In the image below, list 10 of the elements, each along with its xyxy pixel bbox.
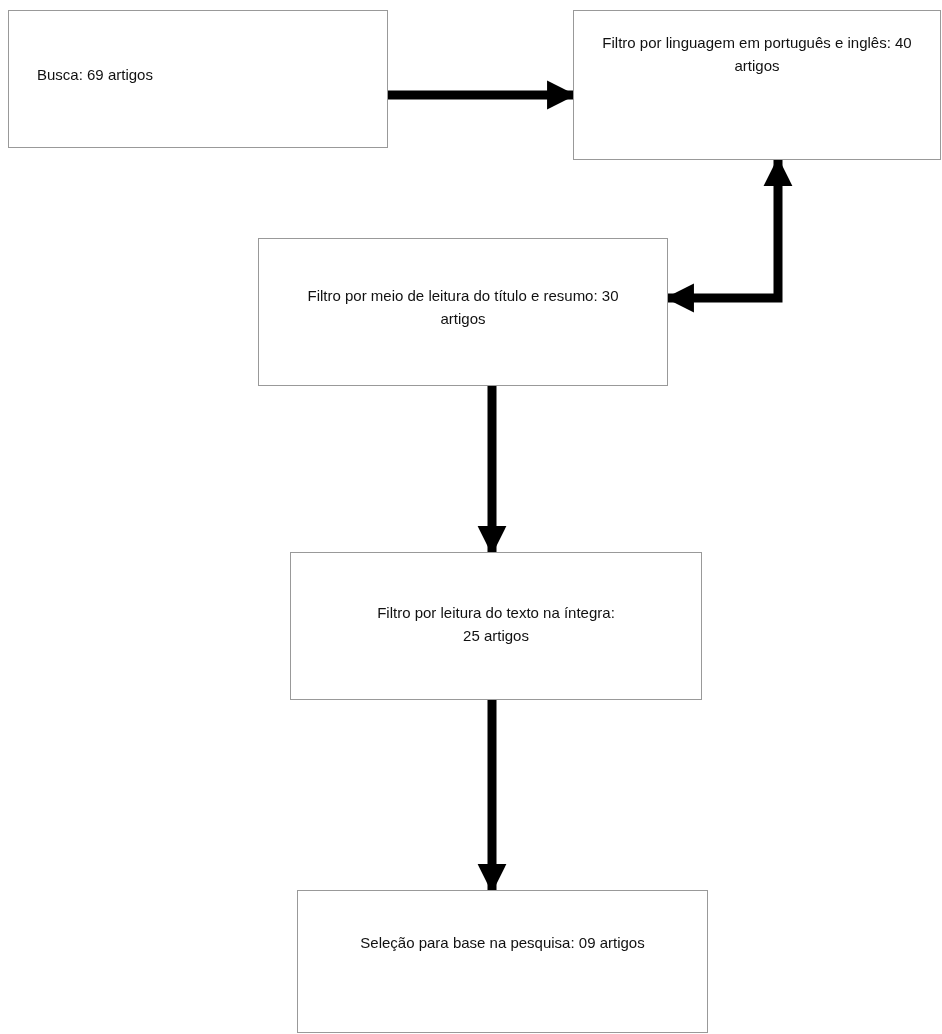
process-box — [573, 10, 941, 160]
process-box — [8, 10, 388, 148]
process-box — [290, 552, 702, 700]
box-text: Busca: 69 artigos — [37, 65, 154, 85]
box-text: Filtro por meio de leitura do título e resumo: 30 artigos — [306, 286, 620, 329]
box-text: Seleção para base na pesquisa: 09 artigos — [359, 933, 646, 953]
process-box — [258, 238, 668, 386]
box-text: Filtro por linguagem em português e inglês: 40 artigos — [601, 33, 913, 76]
process-box — [297, 890, 708, 1033]
box-text: Filtro por leitura do texto na íntegra: 25 artigos — [376, 603, 616, 646]
